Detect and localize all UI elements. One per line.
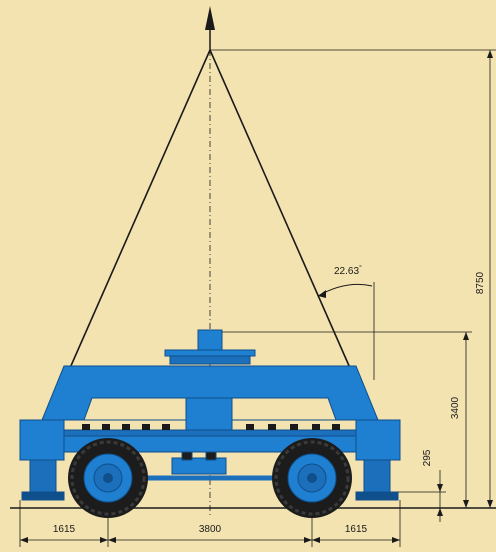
turntable-plate [164,349,256,357]
right-leg [355,419,401,461]
lifting-slings [69,49,351,369]
cross-rail [63,429,357,437]
left-wheel [68,438,148,518]
dimension-frame-height [222,331,472,508]
top-post [197,329,223,351]
dimension-total-height-label: 8750 [475,271,486,294]
left-leg [19,419,65,461]
dimension-bottom-extensions [19,500,401,547]
dimension-ground-clearance [398,470,446,522]
dimension-ground-clearance-label: 295 [422,449,433,466]
dimension-wheelbase-label: 3800 [199,524,222,535]
right-wheel [272,438,352,518]
angle-annotation: 22.63° [317,264,375,380]
lift-direction-arrow [205,6,215,50]
dimension-total-height [210,49,496,508]
dimension-left-overhang-label: 1615 [53,524,76,535]
dimension-right-overhang-label: 1615 [345,524,368,535]
dimension-arrows [20,537,400,543]
dimension-frame-height-label: 3400 [450,396,461,419]
steering-box [171,457,227,475]
angle-label: 22.63° [334,264,362,277]
rail-rollers [82,424,340,430]
